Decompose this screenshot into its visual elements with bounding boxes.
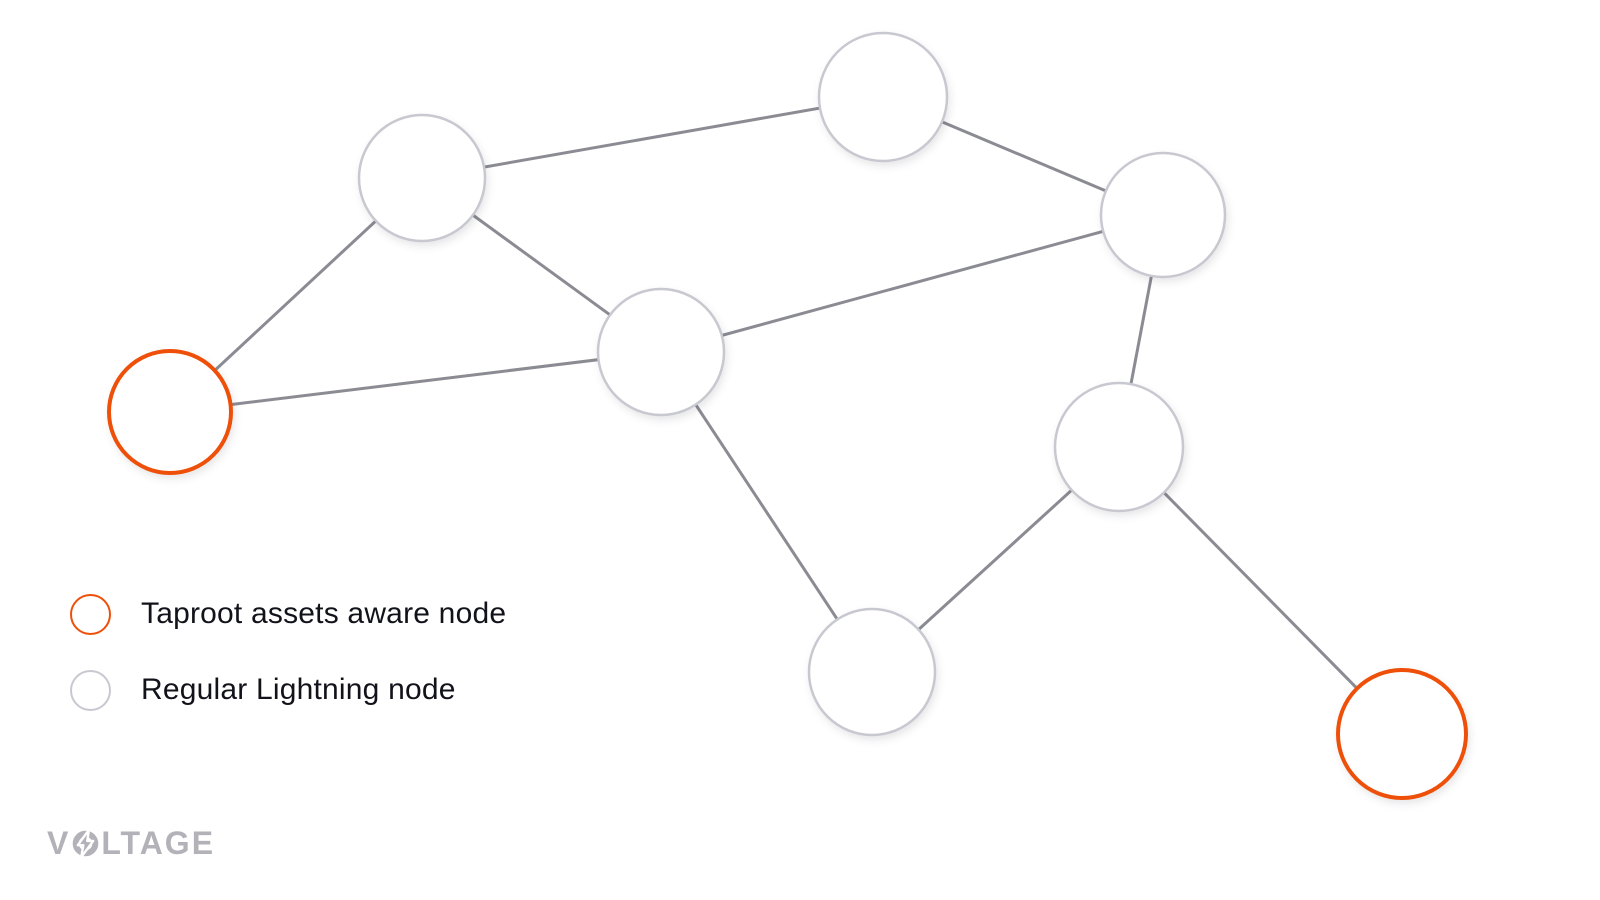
regular-node [1053, 381, 1185, 513]
taproot-node [1336, 668, 1468, 800]
regular-node [596, 287, 726, 417]
logo-letter-v: V [47, 825, 71, 861]
taproot-node-swatch [70, 593, 111, 635]
regular-node [817, 31, 949, 163]
regular-node [807, 607, 937, 737]
legend-item-regular: Regular Lightning node [70, 668, 506, 712]
regular-node-swatch [70, 669, 111, 711]
edge-line [660, 213, 1164, 354]
edge-line [1117, 445, 1404, 736]
logo-letters-ltage: LTAGE [101, 825, 216, 861]
legend-label-regular: Regular Lightning node [141, 673, 456, 706]
edge-line [169, 350, 662, 414]
legend-item-taproot: Taproot assets aware node [70, 592, 506, 636]
regular-node [357, 113, 487, 243]
legend-label-taproot: Taproot assets aware node [141, 597, 507, 630]
edge-line [421, 95, 884, 180]
voltage-logo: V LTAGE [47, 827, 215, 859]
taproot-node [107, 349, 233, 475]
legend: Taproot assets aware node Regular Lightn… [70, 592, 506, 712]
regular-node [1099, 151, 1227, 279]
lightning-bolt-icon [73, 828, 99, 858]
